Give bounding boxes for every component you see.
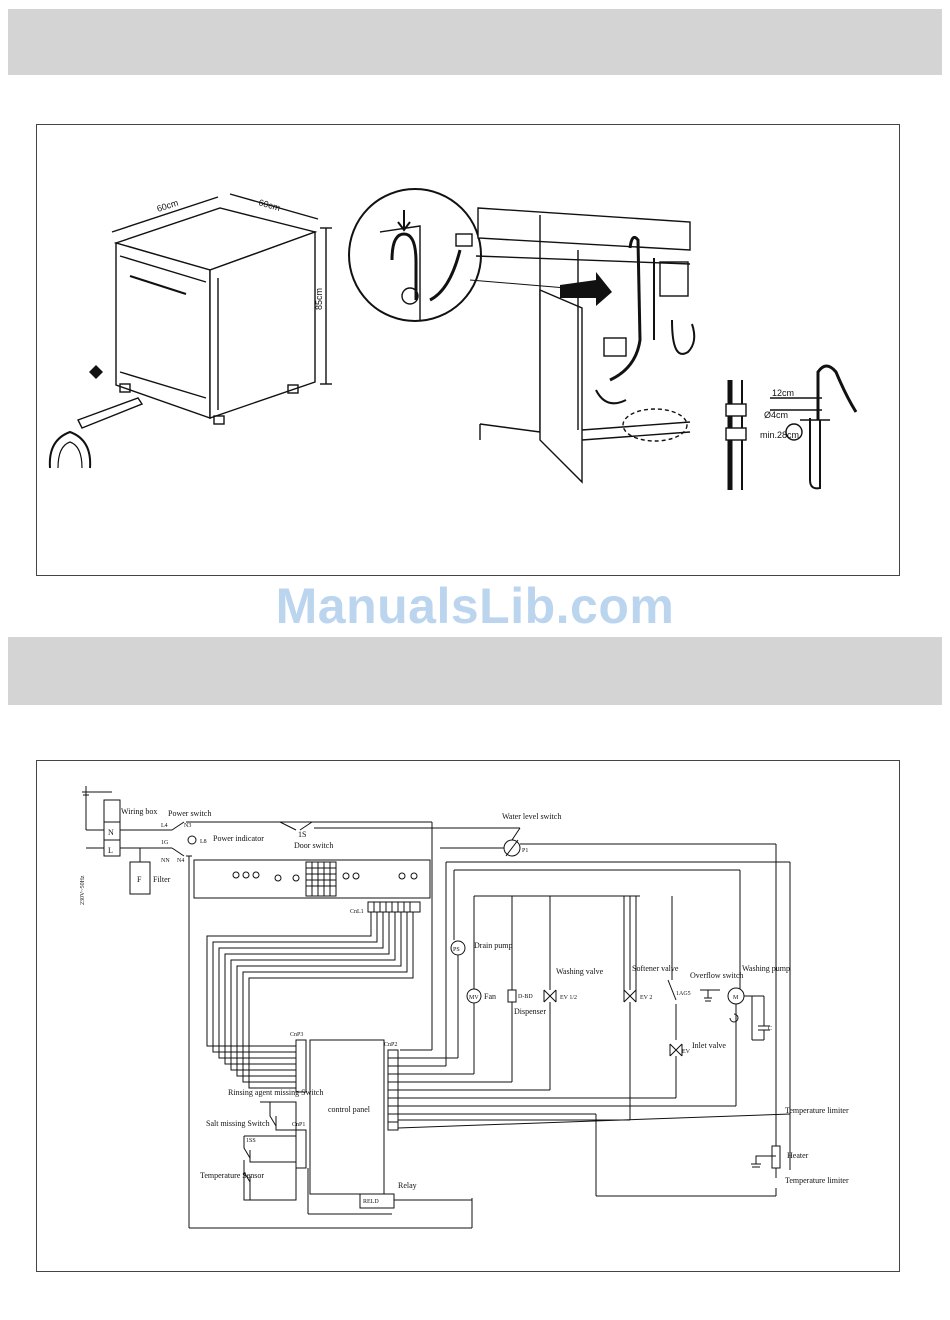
control-panel-label: control panel (328, 1105, 371, 1114)
overflow-switch-label: Overflow switch (690, 971, 744, 980)
header-band-middle (8, 637, 942, 705)
switch-1ss: 1SS (246, 1138, 256, 1144)
dishwasher-cabinet (48, 193, 332, 469)
salt-missing-label: Salt missing Switch (206, 1119, 270, 1128)
door-switch-code: 1S (298, 830, 306, 839)
door-switch-label: Door switch (294, 841, 333, 850)
terminal-n4: N4 (177, 858, 184, 864)
rinsing-agent-label: Rinsing agent missing Switch (228, 1088, 323, 1097)
terminal-n: N (108, 828, 114, 837)
install-arrow-icon (560, 272, 612, 306)
counter-cabinet (475, 207, 696, 484)
drain-pump-label: Drain pump (474, 941, 512, 950)
ev-half-label: EV 1/2 (560, 995, 577, 1001)
ev2-label: EV 2 (640, 995, 652, 1001)
washing-valve-label: Washing valve (556, 967, 604, 976)
hose-top-height: 12cm (772, 388, 794, 398)
hose-min-height: min.28cm (760, 430, 799, 440)
fan-label: Fan (484, 992, 496, 1001)
temperature-limiter-bottom-label: Temperature limiter (785, 1176, 849, 1185)
connector-cnp2: CnP2 (384, 1042, 397, 1048)
power-indicator-label: Power indicator (213, 834, 264, 843)
water-level-switch-label: Water level switch (502, 812, 561, 821)
temperature-limiter-top-label: Temperature limiter (785, 1106, 849, 1115)
dispenser-label: Dispenser (514, 1007, 546, 1016)
connector-cnp1: CnP1 (292, 1122, 305, 1128)
switch-1g-label: 1G (161, 840, 169, 846)
connector-cnp3: CnP3 (290, 1032, 303, 1038)
relay-label: Relay (398, 1181, 417, 1190)
p1-label: P1 (522, 848, 528, 854)
power-switch-label: Power switch (168, 809, 211, 818)
connector-cnl1: CnL1 (350, 909, 364, 915)
terminal-nn: NN (161, 858, 170, 864)
wiring-box-label: Wiring box (121, 807, 157, 816)
inlet-ev-label: EV (682, 1049, 691, 1055)
terminal-l4: L4 (161, 823, 168, 829)
inlet-valve-label: Inlet valve (692, 1041, 726, 1050)
filter-mark: F (137, 875, 142, 884)
capacitor-label: C (768, 1026, 772, 1032)
softener-valve-label: Softener valve (632, 964, 679, 973)
watermark: ManualsLib.com (275, 578, 675, 634)
heater-label: Heater (787, 1151, 809, 1160)
filter-label: Filter (153, 875, 171, 884)
motor-mark: M (733, 995, 739, 1001)
washing-pump-label: Washing pump (742, 964, 790, 973)
relay-mark: RELD (363, 1199, 379, 1205)
terminal-l: L (108, 846, 113, 855)
hose-diameter: Ø4cm (764, 410, 788, 420)
fan-mark: MV (469, 995, 479, 1001)
voltage-label: 230V~50Hz (80, 875, 86, 905)
header-band-top (8, 9, 942, 75)
switch-1ag5: 1AG5 (676, 991, 691, 997)
installation-drawing: 60cm 60cm 85cm (48, 188, 858, 490)
height-label: 85cm (314, 288, 324, 310)
terminal-n3: N3 (184, 823, 191, 829)
terminal-l8: L8 (200, 839, 207, 845)
wiring-lines (82, 786, 791, 1229)
temperature-sensor-label: Temperature Sensor (200, 1171, 264, 1180)
hose-height-detail (725, 364, 858, 490)
drain-pump-mark: PS (453, 947, 460, 953)
dispenser-mark: D-BD (518, 994, 533, 1000)
wiring-diagram-frame (36, 760, 900, 1272)
hose-detail-circle (348, 188, 482, 322)
